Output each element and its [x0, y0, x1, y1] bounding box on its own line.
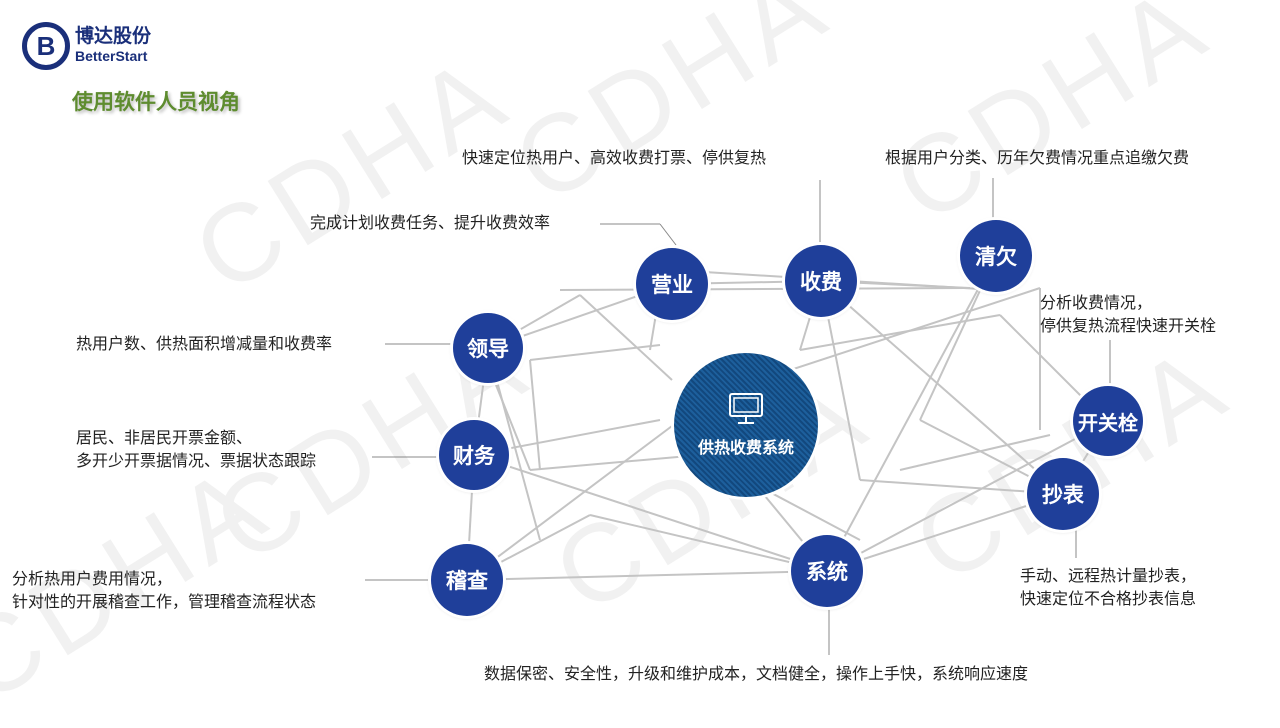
node-qingqian: 清欠 [960, 220, 1032, 292]
web-line [759, 287, 1041, 381]
label-line: 分析热用户费用情况， [12, 569, 173, 588]
slide-title: 使用软件人员视角 [72, 90, 240, 114]
web-line [820, 280, 1064, 495]
label-line: 居民、非居民开票金额、 [76, 428, 253, 447]
leader-line [659, 223, 677, 246]
node-chaobiao: 抄表 [1027, 458, 1099, 530]
label-line: 停供复热流程快速开关栓 [1040, 316, 1217, 335]
logo-en: BetterStart [75, 48, 148, 64]
logo-mark: B [22, 22, 70, 70]
label-caiwu: 居民、非居民开票金额、多开少开票据情况、票据状态跟踪 [76, 426, 316, 472]
monitor-icon [729, 393, 763, 424]
web-line [529, 344, 661, 361]
node-yingye: 营业 [636, 248, 708, 320]
web-line [826, 493, 1064, 572]
label-line: 多开少开票据情况、票据状态跟踪 [76, 451, 317, 470]
web-line [589, 514, 828, 572]
web-line [489, 369, 531, 471]
center-node: 供热收费系统 [674, 353, 818, 497]
web-line [529, 359, 541, 471]
web-line [579, 294, 673, 381]
web-line [826, 421, 1108, 572]
node-caiwu: 财务 [439, 420, 509, 490]
web-line [466, 570, 828, 581]
label-xitong: 数据保密、安全性，升级和维护成本，文档健全，操作上手快，系统响应速度 [484, 664, 1029, 683]
web-line [839, 255, 997, 546]
web-line [473, 454, 828, 572]
node-jicha: 稽查 [431, 544, 503, 616]
label-chaobiao: 手动、远程热计量抄表， 快速定位不合格抄表信息 [1020, 564, 1196, 610]
label-line: 针对性的开展稽查工作，管理稽查流程状态 [12, 592, 317, 611]
web-line [466, 419, 681, 581]
node-kaiguanshuan: 开关栓 [1073, 386, 1143, 456]
web-line [529, 454, 701, 471]
node-xitong: 系统 [791, 535, 863, 607]
label-jicha: 分析热用户费用情况， 针对性的开展稽查工作，管理稽查流程状态 [12, 567, 316, 613]
node-lingdao: 领导 [453, 313, 523, 383]
node-shoufei: 收费 [785, 245, 857, 317]
center-label: 供热收费系统 [697, 438, 794, 457]
label-qingqian: 根据用户分类、历年欠费情况重点追缴欠费 [885, 148, 1190, 167]
label-lingdao: 热用户数、供热面积增减量和收费率 [76, 334, 333, 353]
label-yingye: 完成计划收费任务、提升收费效率 [310, 213, 551, 232]
label-shoufei: 快速定位热用户、高效收费打票、停供复热 [462, 148, 767, 167]
web-line [559, 287, 966, 291]
label-line: 快速定位不合格抄表信息 [1020, 589, 1197, 608]
logo-cn: 博达股份 [75, 25, 152, 47]
web-line [899, 434, 1051, 471]
label-line: 分析收费情况， [1040, 293, 1153, 312]
label-line: 手动、远程热计量抄表， [1020, 566, 1197, 585]
web-line [799, 314, 1001, 351]
label-kaiguanshuan: 分析收费情况， 停供复热流程快速开关栓 [1040, 291, 1216, 337]
